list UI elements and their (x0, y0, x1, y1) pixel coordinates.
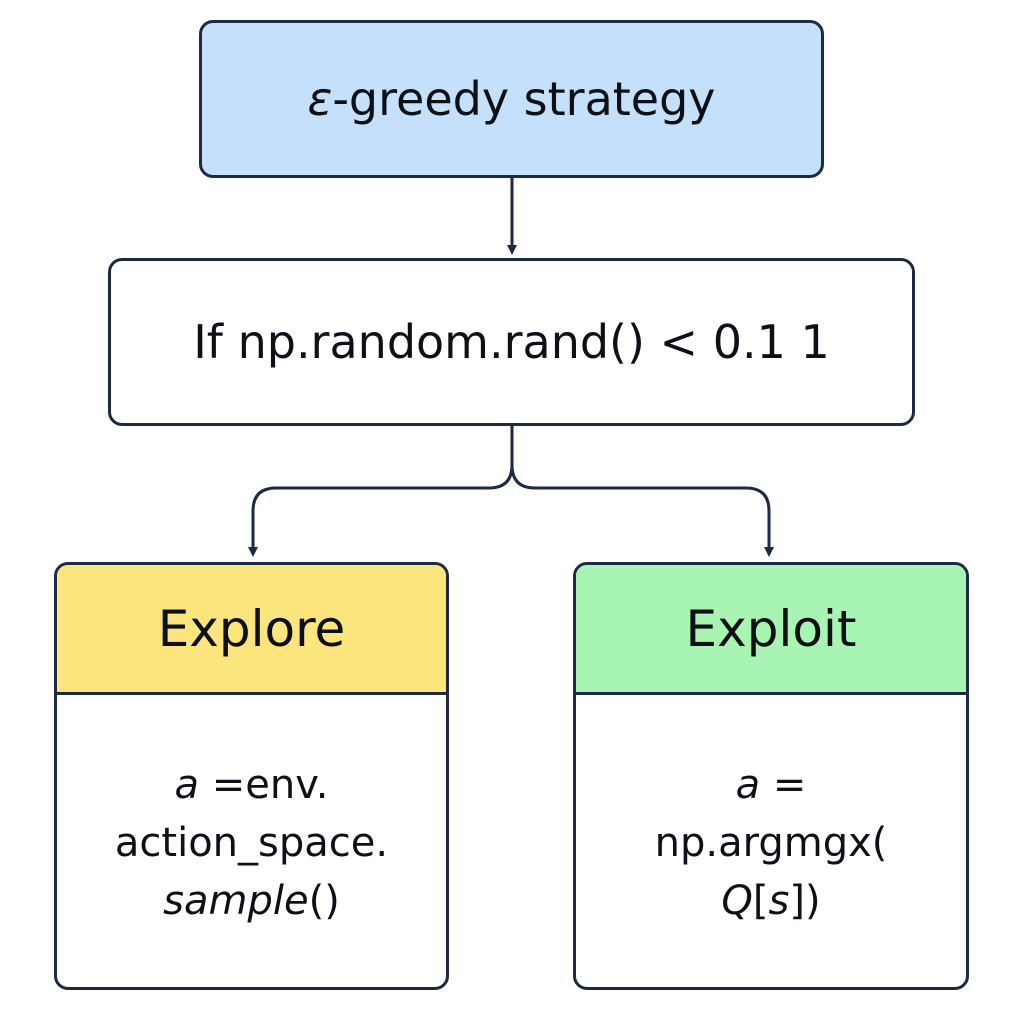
exploit-body: a = np.argmgx( Q[s]) (576, 695, 966, 987)
explore-card: Explore a =env. action_space. sample() (54, 562, 449, 990)
explore-line-2: action_space. (114, 819, 389, 866)
exploit-close: ]) (789, 877, 821, 924)
exploit-s: s (768, 877, 790, 924)
explore-body: a =env. action_space. sample() (57, 695, 446, 987)
condition-box: If np.random.rand() < 0.1 1 (108, 258, 915, 426)
explore-sample: sample (163, 877, 309, 924)
exploit-line-2: np.argmgx( (654, 819, 888, 866)
exploit-open-bracket: [ (752, 877, 769, 924)
arrow-condition-to-exploit (510, 464, 774, 557)
exploit-q: Q (721, 877, 753, 924)
condition-text: If np.random.rand() < 0.1 1 (193, 315, 830, 369)
explore-assign: =env. (199, 761, 329, 808)
explore-line-1: a =env. (175, 756, 329, 814)
explore-parens: () (308, 877, 340, 924)
exploit-line-3: Q[s]) (721, 872, 820, 930)
exploit-card: Exploit a = np.argmgx( Q[s]) (573, 562, 969, 990)
exploit-assign: = (760, 761, 807, 808)
exploit-var-a: a (735, 761, 761, 808)
exploit-line-1: a = (736, 756, 807, 814)
epsilon-symbol: ε (307, 72, 333, 126)
explore-line-3: sample() (163, 872, 340, 930)
arrow-condition-to-explore (248, 426, 514, 557)
explore-heading: Explore (57, 565, 446, 695)
strategy-title-text: -greedy strategy (332, 72, 716, 126)
strategy-title-box: ε-greedy strategy (199, 20, 824, 178)
explore-var-a: a (174, 761, 200, 808)
exploit-heading: Exploit (576, 565, 966, 695)
